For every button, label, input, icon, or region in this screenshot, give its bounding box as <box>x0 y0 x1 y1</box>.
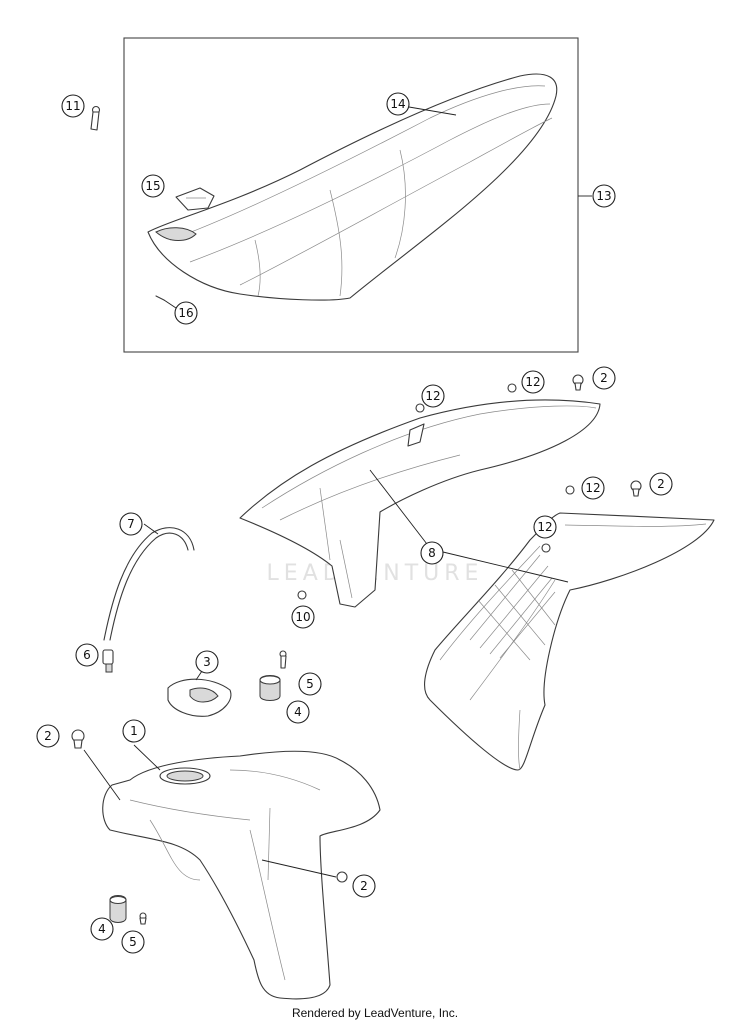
footer-credit: Rendered by LeadVenture, Inc. <box>291 1006 459 1020</box>
svg-text:12: 12 <box>585 481 600 495</box>
callout-3: 3 <box>195 650 219 674</box>
svg-text:4: 4 <box>98 922 106 936</box>
leader-8b <box>369 469 431 549</box>
svg-text:13: 13 <box>596 189 611 203</box>
screw-part-12-d[interactable] <box>541 543 551 553</box>
svg-text:2: 2 <box>360 879 368 893</box>
fuel-tank-part[interactable] <box>102 750 381 1000</box>
svg-text:7: 7 <box>127 517 135 531</box>
screw-part-12-a[interactable] <box>415 403 425 413</box>
svg-text:16: 16 <box>178 306 193 320</box>
svg-text:12: 12 <box>425 389 440 403</box>
callout-2-tank-right: 2 <box>352 874 376 898</box>
screw-part-12-c[interactable] <box>565 485 575 495</box>
callout-6: 6 <box>75 643 99 667</box>
svg-text:6: 6 <box>83 648 91 662</box>
callout-15: 15 <box>141 174 165 198</box>
callout-2-cover-right: 2 <box>649 472 673 496</box>
leader-2-tank-right <box>261 859 337 878</box>
screw-part-lower[interactable] <box>139 912 147 925</box>
callout-10: 10 <box>291 605 315 629</box>
screw-part-2-cover-top[interactable] <box>572 374 584 391</box>
leader-7 <box>143 523 159 535</box>
grip-pattern <box>469 554 556 661</box>
side-cover-upper-part[interactable] <box>239 399 601 608</box>
screw-part-12-b[interactable] <box>507 383 517 393</box>
svg-text:11: 11 <box>65 99 80 113</box>
svg-text:5: 5 <box>306 677 314 691</box>
callout-5-lower: 5 <box>121 930 145 954</box>
callout-4-upper: 4 <box>286 700 310 724</box>
callout-1: 1 <box>122 719 146 743</box>
callout-4-lower: 4 <box>90 917 114 941</box>
svg-text:12: 12 <box>537 520 552 534</box>
callout-12-c: 12 <box>581 476 605 500</box>
svg-text:2: 2 <box>657 477 665 491</box>
seat-screw-part[interactable] <box>90 105 101 131</box>
seat-clip-part[interactable] <box>175 187 215 211</box>
callout-16: 16 <box>174 301 198 325</box>
fuel-hose-part[interactable] <box>109 532 189 641</box>
callout-13: 13 <box>592 184 616 208</box>
callout-5-upper: 5 <box>298 672 322 696</box>
callout-11: 11 <box>61 94 85 118</box>
callout-2-tank-left: 2 <box>36 724 60 748</box>
screw-part-10[interactable] <box>297 590 307 600</box>
leader-1 <box>133 744 161 771</box>
callout-8: 8 <box>420 541 444 565</box>
svg-text:12: 12 <box>525 375 540 389</box>
rubber-bushing-part-upper[interactable] <box>259 675 281 701</box>
svg-text:8: 8 <box>428 546 436 560</box>
screw-part-2-cover-right[interactable] <box>630 480 642 497</box>
svg-text:2: 2 <box>600 371 608 385</box>
callout-7: 7 <box>119 512 143 536</box>
seat-assembly-frame <box>123 37 579 353</box>
leader-8a <box>442 551 569 583</box>
screw-part-upper[interactable] <box>279 650 287 669</box>
seat-part[interactable] <box>147 73 558 301</box>
leader-2-tank-left <box>83 749 121 801</box>
svg-text:2: 2 <box>44 729 52 743</box>
rubber-bushing-part-lower[interactable] <box>109 895 127 923</box>
hose-fitting-part[interactable] <box>102 649 114 673</box>
callout-12-b: 12 <box>521 370 545 394</box>
svg-text:10: 10 <box>295 610 310 624</box>
svg-text:15: 15 <box>145 179 160 193</box>
svg-text:3: 3 <box>203 655 211 669</box>
leader-16 <box>163 299 177 309</box>
screw-part-tank-left[interactable] <box>71 729 85 749</box>
callout-12-a: 12 <box>421 384 445 408</box>
fuel-hose-outline <box>103 527 195 641</box>
callout-12-d: 12 <box>533 515 557 539</box>
fuel-cap-part[interactable] <box>167 678 232 717</box>
callout-14: 14 <box>386 92 410 116</box>
svg-text:5: 5 <box>129 935 137 949</box>
leader-14 <box>408 106 457 116</box>
pin-part[interactable] <box>155 295 165 301</box>
screw-part-tank-right[interactable] <box>336 871 348 883</box>
svg-text:14: 14 <box>390 97 405 111</box>
side-cover-lower-part[interactable] <box>424 512 715 771</box>
callout-2-cover-top: 2 <box>592 366 616 390</box>
svg-text:4: 4 <box>294 705 302 719</box>
svg-text:1: 1 <box>130 724 138 738</box>
